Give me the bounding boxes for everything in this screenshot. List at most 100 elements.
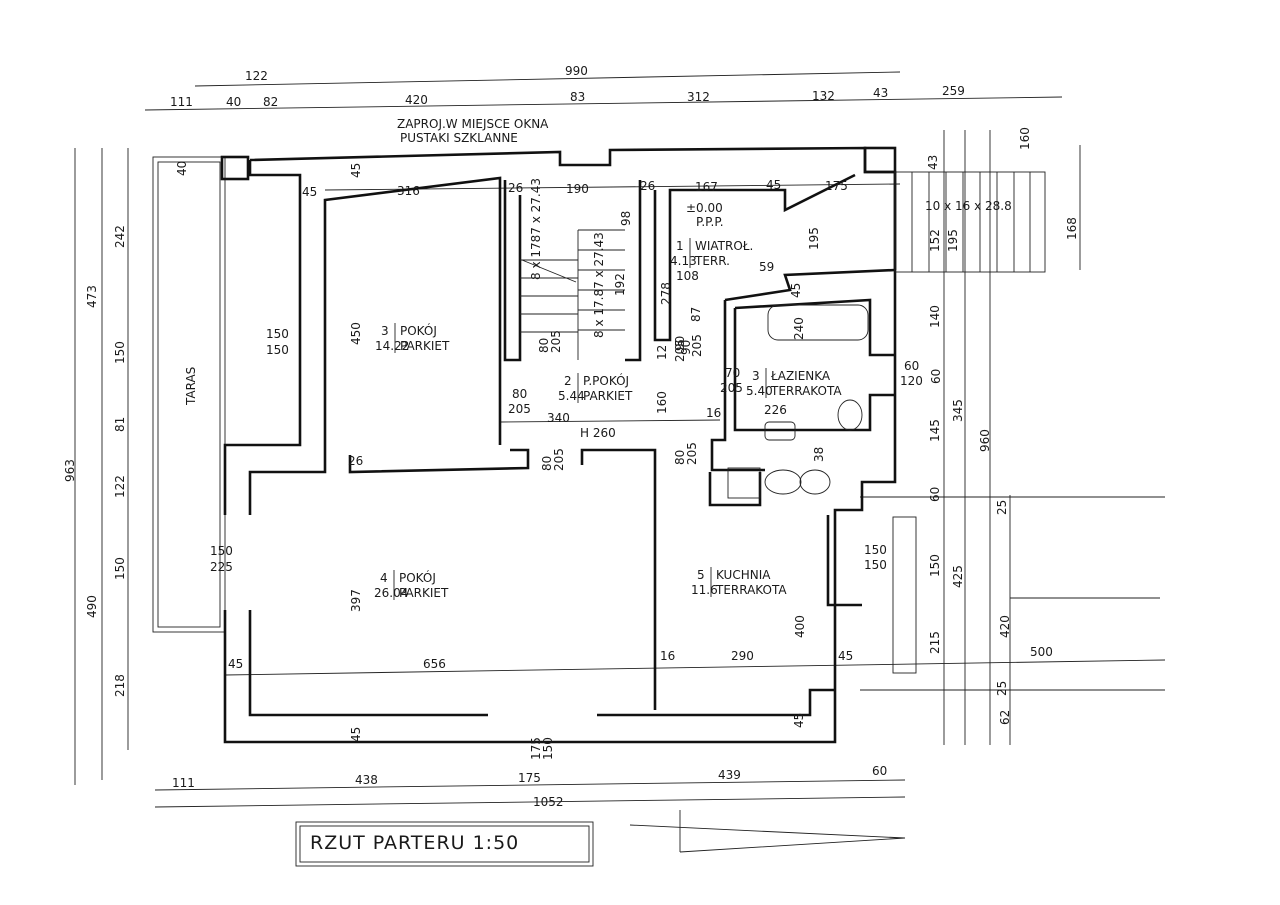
dimension-label: 87 xyxy=(689,307,703,322)
dimension-label: 500 xyxy=(1030,645,1053,659)
dimension-label: 205 xyxy=(720,381,743,395)
dimension-label: 425 xyxy=(951,565,965,588)
dimension-label: 192 xyxy=(613,273,627,296)
dimension-label: 226 xyxy=(764,403,787,417)
dimension-label: 420 xyxy=(998,615,1012,638)
dimension-label: 205 xyxy=(685,442,699,465)
room-floor: PARKIET xyxy=(583,389,633,403)
dimension-label: 167 xyxy=(695,180,718,194)
dimension-label: 38 xyxy=(812,447,826,462)
level-reference: P.P.P. xyxy=(696,215,724,229)
dimension-label: 473 xyxy=(85,285,99,308)
dimension-lines xyxy=(74,71,1166,808)
dimension-label: 150 xyxy=(266,343,289,357)
dimension-label: 150 xyxy=(113,557,127,580)
dimension-label: 195 xyxy=(807,227,821,250)
dimension-label: 111 xyxy=(170,95,193,109)
dimension-label: 62 xyxy=(998,710,1012,725)
dimension-label: 259 xyxy=(942,84,965,98)
dimension-label: 215 xyxy=(928,631,942,654)
dimension-label: 195 xyxy=(946,229,960,252)
room-number: 1 xyxy=(676,239,684,253)
dimension-label: 150 xyxy=(928,554,942,577)
dimension-label: 656 xyxy=(423,657,446,671)
dimension-label: 963 xyxy=(63,459,77,482)
dimension-label: 45 xyxy=(302,185,317,199)
dimension-label: 26 xyxy=(348,454,363,468)
room-number: 3 xyxy=(381,324,389,338)
room-number: 3 xyxy=(752,369,760,383)
dimension-label: 45 xyxy=(789,283,803,298)
dimension-label: 80 xyxy=(540,456,554,471)
dimension-label: 140 xyxy=(928,305,942,328)
dimension-label: 400 xyxy=(793,615,807,638)
room-floor: PARKIET xyxy=(400,339,450,353)
dimension-label: 490 xyxy=(85,595,99,618)
dimension-label: 340 xyxy=(547,411,570,425)
dimension-label: 25 xyxy=(995,681,1009,696)
dimension-label: 108 xyxy=(676,269,699,283)
dimension-label: 70 xyxy=(725,366,740,380)
dimension-label: 150 xyxy=(113,341,127,364)
room-name: POKÓJ xyxy=(400,323,437,338)
dimension-label: 25 xyxy=(995,500,1009,515)
dimension-label: 150 xyxy=(210,544,233,558)
dimension-label: 43 xyxy=(873,86,888,100)
dimension-label: 59 xyxy=(759,260,774,274)
dimension-label: 205 xyxy=(673,339,687,362)
dimension-label: 60 xyxy=(904,359,919,373)
window-note: PUSTAKI SZKLANNE xyxy=(400,131,518,145)
dimension-label: 80 xyxy=(512,387,527,401)
dimension-label: 990 xyxy=(565,64,588,78)
dimension-label: 45 xyxy=(838,649,853,663)
dimension-label: 80 xyxy=(537,338,551,353)
stairs-dimension: 10 x 16 x 28.8 xyxy=(925,199,1012,213)
room-floor: TERR. xyxy=(694,254,730,268)
room-floor: TERRAKOTA xyxy=(715,583,787,597)
dimension-label: 175 xyxy=(529,737,543,760)
room-area: 5.44 xyxy=(558,389,585,403)
dimension-label: 16 xyxy=(706,406,721,420)
dimension-label: 175 xyxy=(518,771,541,785)
level-mark: ±0.00 xyxy=(686,201,723,215)
room-area: 14.22 xyxy=(375,339,409,353)
dimension-label: 40 xyxy=(175,161,189,176)
dimension-label: 82 xyxy=(263,95,278,109)
dimension-label: 45 xyxy=(792,713,806,728)
stairs-dimension: 8 x 17.87 x 27.43 xyxy=(592,232,606,338)
dimension-label: 420 xyxy=(405,93,428,107)
dimension-label: 12 xyxy=(655,345,669,360)
dimension-label: 168 xyxy=(1065,217,1079,240)
dimension-label: 218 xyxy=(113,674,127,697)
dimension-label: 316 xyxy=(397,184,420,198)
dimension-label: 150 xyxy=(864,543,887,557)
dimension-label: 175 xyxy=(825,179,848,193)
dimension-label: 160 xyxy=(655,391,669,414)
dimension-label: 312 xyxy=(687,90,710,104)
dimension-label: 190 xyxy=(566,182,589,196)
room-area: 11.6 xyxy=(691,583,718,597)
terrace-label: TARAS xyxy=(184,367,198,406)
dimension-label: 225 xyxy=(210,560,233,574)
dimension-label: 205 xyxy=(552,448,566,471)
dimension-label: 60 xyxy=(872,764,887,778)
window-note: ZAPROJ.W MIEJSCE OKNA xyxy=(397,117,549,131)
dimension-label: 205 xyxy=(549,330,563,353)
room-area: 4.13 xyxy=(670,254,697,268)
dimension-label: 152 xyxy=(928,229,942,252)
room-name: KUCHNIA xyxy=(716,568,771,582)
dimension-label: 205 xyxy=(690,334,704,357)
dimension-label: 60 xyxy=(929,369,943,384)
dimension-label: 240 xyxy=(792,317,806,340)
dimension-label: 81 xyxy=(113,417,127,432)
stairs-dimension: 8 x 1787 x 27.43 xyxy=(529,178,543,280)
room-name: ŁAZIENKA xyxy=(770,369,831,383)
room-area: 5.40 xyxy=(746,384,773,398)
dimension-label: 83 xyxy=(570,90,585,104)
dimension-label: 120 xyxy=(900,374,923,388)
dimension-label: 45 xyxy=(228,657,243,671)
dimension-label: 439 xyxy=(718,768,741,782)
dimension-label: 145 xyxy=(928,419,942,442)
dimension-label: 242 xyxy=(113,225,127,248)
dimension-label: 98 xyxy=(619,211,633,226)
